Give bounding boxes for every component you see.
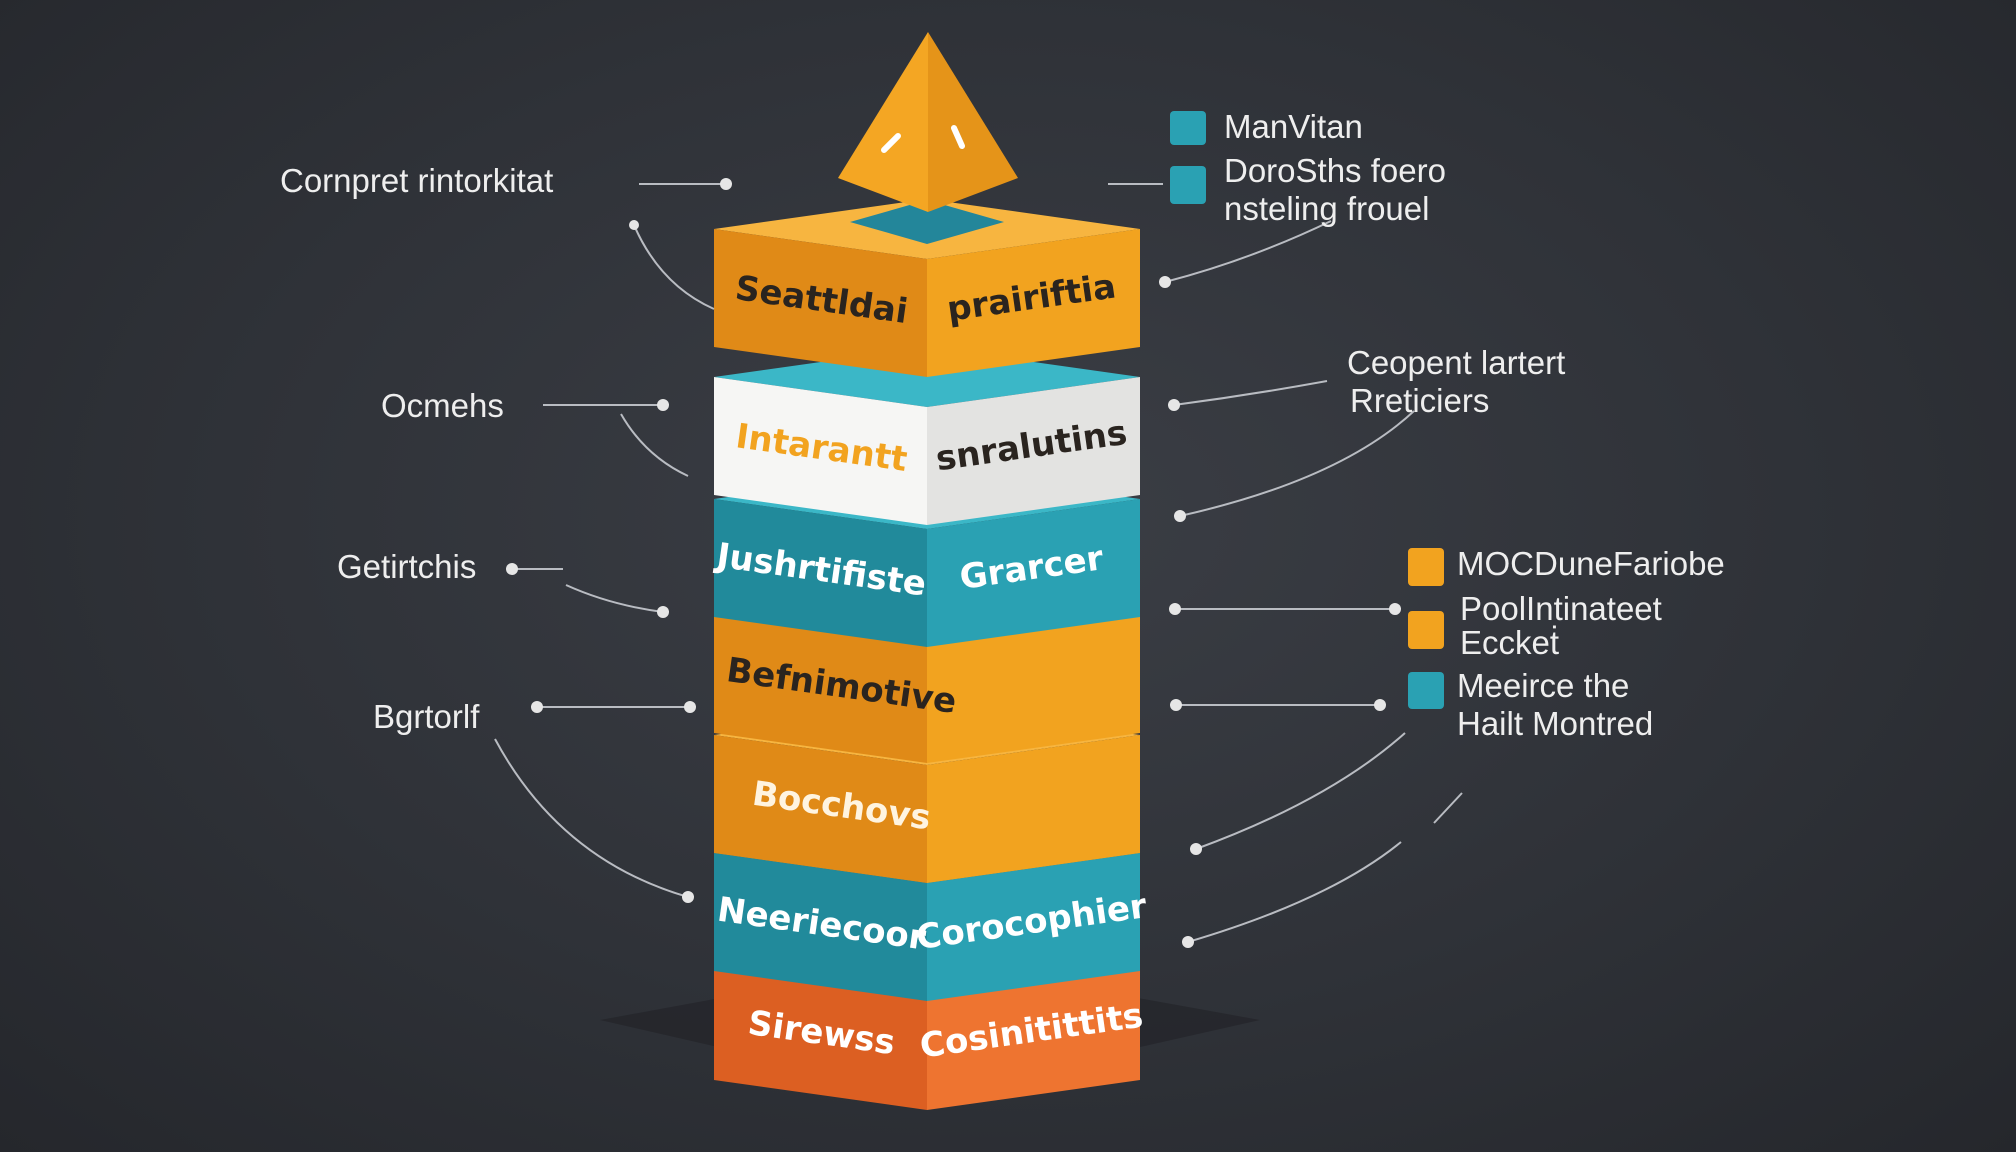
legend-label: DoroSths foero (1224, 152, 1446, 189)
connector-curve (565, 584, 664, 613)
layer-left-face (714, 499, 927, 647)
layer-left-face (714, 962, 927, 1110)
left-label: Getirtchis (337, 548, 476, 585)
layer-left-face (714, 229, 927, 377)
connector-curve (1179, 410, 1415, 517)
connector-curve (494, 738, 689, 898)
left-label: Bgrtorlf (373, 698, 480, 735)
left-label: Cornpret rintorkitat (280, 162, 553, 199)
legend-label: nsteling frouel (1224, 190, 1429, 227)
callout-label: Rreticiers (1350, 382, 1489, 419)
connector-curve (1195, 732, 1406, 850)
connectors (494, 178, 1463, 948)
connector-curve (1164, 220, 1332, 283)
legend-label: Ecckeṫ (1460, 624, 1559, 661)
layer-right-face (927, 499, 1140, 647)
layer-right-face (927, 962, 1140, 1110)
legend-swatch-teal (1170, 111, 1206, 145)
layer-right-face (927, 853, 1140, 1001)
pyramid-shadow-square (850, 200, 1004, 244)
layer-left-face (714, 853, 927, 1001)
layer-right-face (927, 615, 1140, 763)
connector-curve (620, 413, 689, 477)
connector-curve (633, 224, 715, 310)
pyramid-mark-right (951, 125, 965, 149)
legend-swatch-orange (1408, 611, 1444, 649)
legend-label: Hailt Montred (1457, 705, 1653, 742)
layer-right-face (927, 735, 1140, 883)
layer-right-face (927, 377, 1140, 525)
connector-line (1433, 792, 1463, 824)
apex-pyramid (838, 32, 1018, 244)
callout-label: Ceopent lartert (1347, 344, 1565, 381)
pyramid-mark-left (881, 133, 901, 153)
layer-left-face (714, 377, 927, 525)
legend-label: MOCDuneFariobe (1457, 545, 1725, 582)
legend-label: Meeirce the (1457, 667, 1629, 704)
pyramid-left-face (838, 32, 928, 212)
pyramid-right-face (928, 32, 1018, 212)
layer-left-face (714, 735, 927, 883)
connector-line (1173, 380, 1328, 406)
legend-label: PoolIntinateet (1460, 590, 1662, 627)
connector-curve (1187, 841, 1402, 943)
legend-swatch-teal (1170, 166, 1206, 204)
legend-swatch-orange (1408, 548, 1444, 586)
legend-swatch-teal (1408, 672, 1444, 709)
layer-right-face (927, 229, 1140, 377)
layer-left-face (714, 615, 927, 763)
legend-label: ManVitan (1224, 108, 1363, 145)
left-label: Ocmehs (381, 387, 504, 424)
